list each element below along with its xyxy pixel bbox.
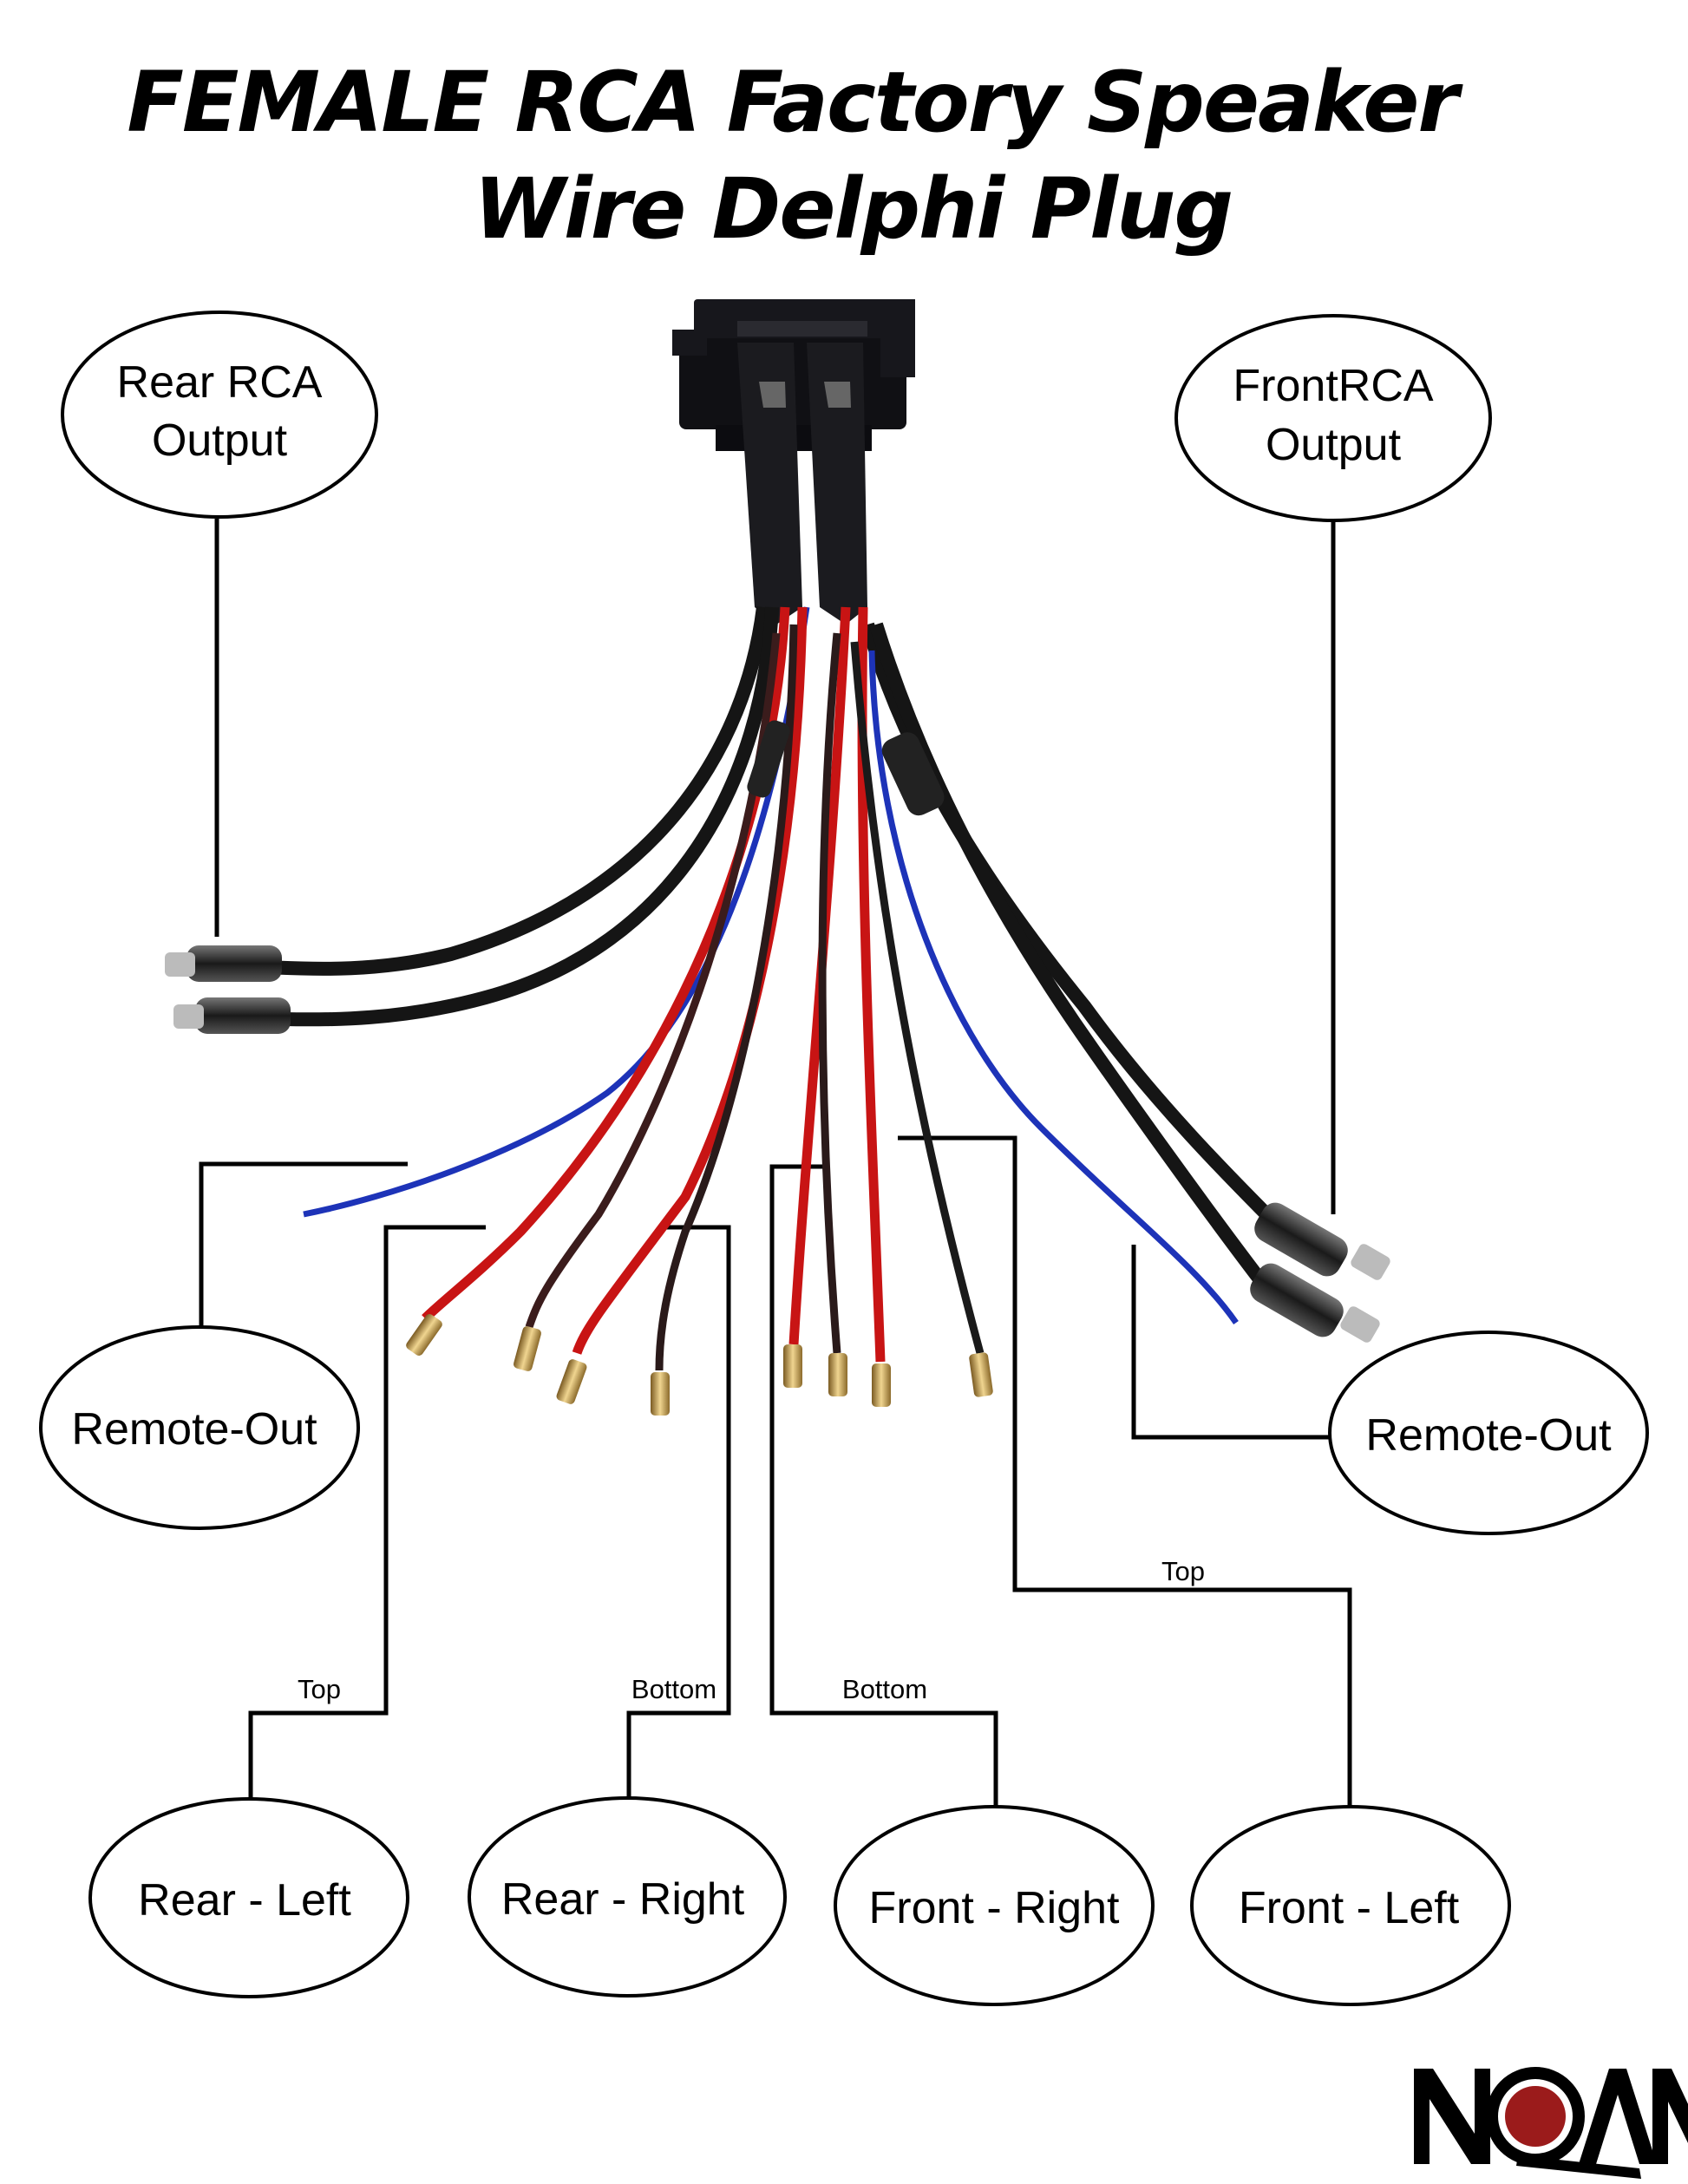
front-left-wire-note: Top <box>1161 1556 1205 1586</box>
oval-rear-rca-output <box>61 311 378 519</box>
oval-rear-left <box>88 1797 409 1998</box>
oval-rear-right <box>468 1796 787 1998</box>
rear-rca-output-line-1: Rear RCA <box>117 357 323 408</box>
front-left-label: Front - Left <box>1239 1883 1460 1933</box>
rear-right-label: Rear - Right <box>501 1874 745 1925</box>
rear-left-label: Rear - Left <box>138 1875 351 1926</box>
front-right-label: Front - Right <box>869 1883 1121 1933</box>
title-line-2: Wire Delphi Plug <box>473 160 1233 258</box>
oval-front-right <box>834 1805 1155 2006</box>
oval-remote-out-right <box>1328 1331 1649 1535</box>
logo-accent-dot <box>1505 2086 1566 2147</box>
front-rca-output-line-2: Output <box>1266 420 1402 470</box>
remote-out-left-label: Remote-Out <box>71 1404 317 1455</box>
line-front-right <box>769 1164 998 1808</box>
rear-rca-output-line-2: Output <box>152 415 288 466</box>
noam-logo <box>1414 2067 1688 2179</box>
line-remote-out-right <box>1131 1245 1345 1440</box>
line-remote-out-left <box>199 1161 408 1327</box>
delphi-plug-icon <box>672 299 915 624</box>
rear-right-wire-note: Bottom <box>631 1674 716 1704</box>
rear-rca-plug-icon <box>165 945 291 1034</box>
wire-terminals <box>406 1313 993 1416</box>
oval-front-left <box>1190 1805 1511 2006</box>
oval-remote-out-left <box>39 1325 360 1530</box>
remote-out-right-label: Remote-Out <box>1365 1410 1612 1461</box>
line-front-left <box>898 1135 1352 1808</box>
front-rca-output-line-1: FrontRCA <box>1233 361 1433 411</box>
rear-left-wire-note: Top <box>298 1674 341 1704</box>
line-rear-right <box>626 1225 731 1801</box>
title-line-1: FEMALE RCA Factory Speaker <box>127 54 1458 151</box>
leader-lines <box>199 519 1352 1808</box>
line-rear-left <box>248 1225 486 1801</box>
harness-illustration <box>165 299 1390 1416</box>
front-rca-plug-icon <box>1250 1202 1390 1343</box>
front-right-wire-note: Bottom <box>842 1674 927 1704</box>
oval-front-rca-output <box>1174 314 1492 522</box>
